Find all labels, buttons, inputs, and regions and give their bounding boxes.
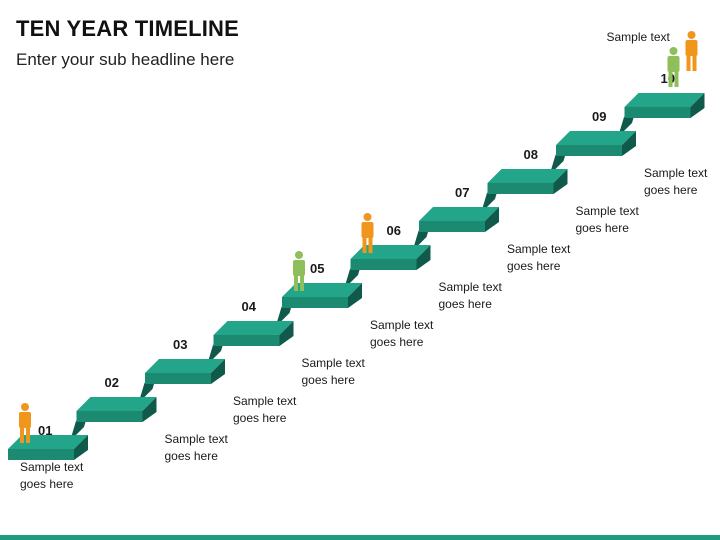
person-icon (667, 47, 680, 87)
step-number: 10 (661, 71, 675, 86)
step-caption: Sample text (507, 242, 571, 256)
step-caption: goes here (302, 373, 356, 387)
step-03 (145, 331, 227, 384)
step-caption: Sample text (576, 204, 640, 218)
step-number: 07 (455, 185, 469, 200)
step-number: 05 (310, 261, 324, 276)
step-caption: goes here (165, 449, 219, 463)
page-subtitle: Enter your sub headline here (16, 50, 235, 69)
step-08 (487, 141, 570, 194)
step-caption: goes here (576, 221, 630, 235)
step-number: 06 (387, 223, 401, 238)
step-caption: Sample text (165, 432, 229, 446)
step-02 (76, 369, 159, 422)
step-number: 03 (173, 337, 187, 352)
step-number: 08 (524, 147, 538, 162)
step-10 (624, 93, 705, 118)
person-icon (685, 31, 698, 71)
step-number: 02 (105, 375, 119, 390)
step-number: 01 (38, 423, 52, 438)
step-caption: Sample text (233, 394, 297, 408)
person-icon (19, 403, 31, 443)
person-icon (361, 213, 374, 253)
step-caption: goes here (20, 477, 74, 491)
bottom-accent-bar (0, 535, 720, 540)
step-caption: Sample text (439, 280, 503, 294)
step-caption: goes here (233, 411, 287, 425)
step-caption: Sample text (370, 318, 434, 332)
page-title: TEN YEAR TIMELINE (16, 16, 240, 41)
step-caption: goes here (644, 183, 698, 197)
step-caption: Sample text (644, 166, 708, 180)
step-caption: Sample text (20, 460, 84, 474)
step-number: 09 (592, 109, 606, 124)
step-caption: goes here (507, 259, 561, 273)
step-caption: Sample text (607, 30, 671, 44)
step-number: 04 (242, 299, 257, 314)
step-caption: Sample text (302, 356, 366, 370)
person-icon (293, 251, 305, 291)
step-caption: goes here (370, 335, 424, 349)
step-caption: goes here (439, 297, 493, 311)
